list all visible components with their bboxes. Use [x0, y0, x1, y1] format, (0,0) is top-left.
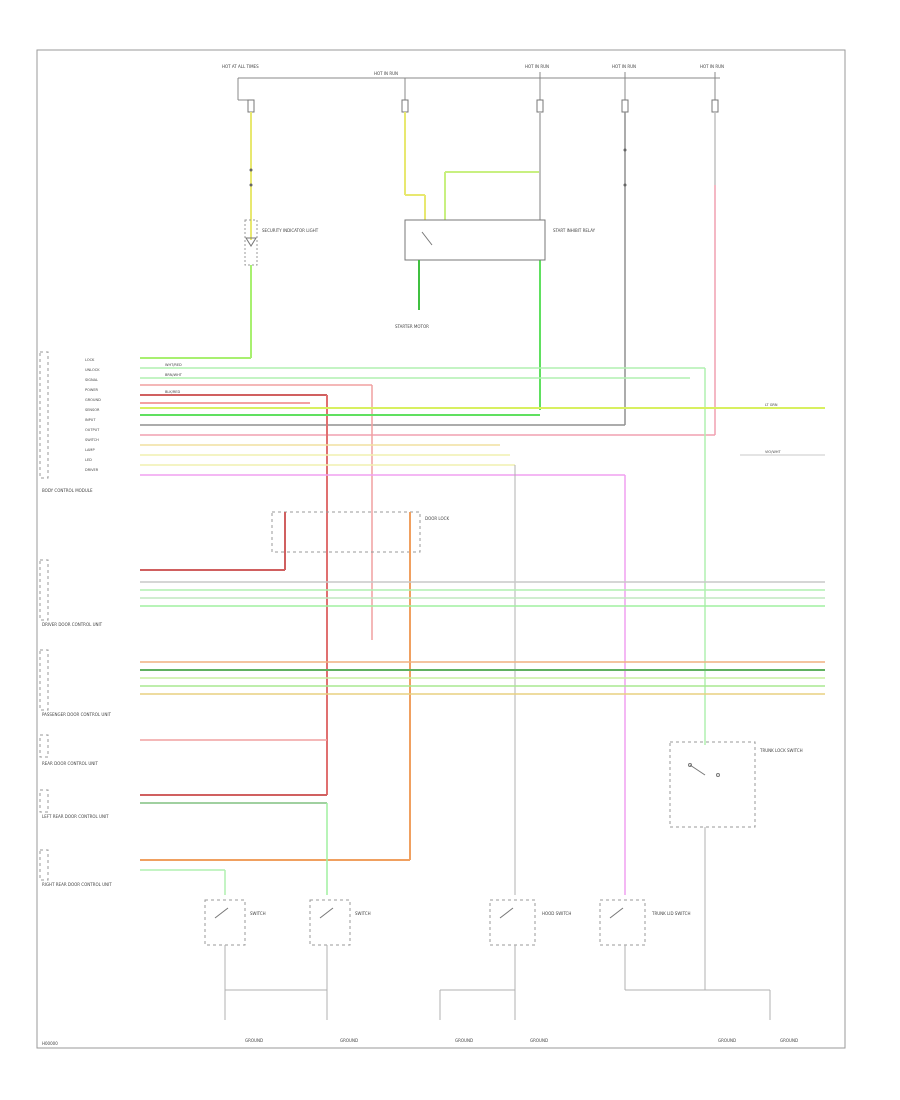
svg-text:LED: LED	[85, 458, 92, 462]
svg-text:VIO/WHT: VIO/WHT	[765, 450, 781, 454]
svg-text:POWER: POWER	[85, 388, 99, 392]
door-lock-label: DOOR LOCK	[425, 516, 449, 521]
start-inhibit-relay-box	[404, 219, 546, 261]
starter-motor-label: STARTER MOTOR	[395, 324, 429, 329]
svg-text:DRIVER: DRIVER	[85, 468, 99, 472]
lr-door-label: LEFT REAR DOOR CONTROL UNIT	[42, 814, 109, 819]
svg-text:INPUT: INPUT	[85, 418, 96, 422]
fuse-label-1: HOT AT ALL TIMES	[222, 64, 259, 69]
svg-text:UNLOCK: UNLOCK	[85, 368, 100, 372]
svg-text:SWITCH: SWITCH	[355, 911, 371, 916]
svg-text:OUTPUT: OUTPUT	[85, 428, 100, 432]
svg-text:GROUND: GROUND	[455, 1038, 473, 1043]
grounds: GROUND GROUND GROUND GROUND GROUND GROUN…	[245, 1038, 798, 1043]
trunk-switch-label: TRUNK LOCK SWITCH	[759, 748, 803, 753]
body-control-module: BODY CONTROL MODULE LOCK UNLOCK SIGNAL P…	[39, 351, 101, 493]
svg-text:BLK/RED: BLK/RED	[165, 390, 180, 394]
svg-text:LOCK: LOCK	[85, 358, 95, 362]
trunk-lock-switch: TRUNK LOCK SWITCH	[669, 741, 803, 990]
driver-door-unit: DRIVER DOOR CONTROL UNIT	[39, 559, 825, 627]
svg-text:GROUND: GROUND	[780, 1038, 798, 1043]
passenger-door-unit: PASSENGER DOOR CONTROL UNIT	[39, 649, 825, 717]
trunk-lid-switch-label: TRUNK LID SWITCH	[651, 911, 690, 916]
svg-text:GROUND: GROUND	[340, 1038, 358, 1043]
right-rear-door-unit: RIGHT REAR DOOR CONTROL UNIT	[39, 849, 226, 895]
svg-text:SWITCH: SWITCH	[250, 911, 266, 916]
passenger-door-label: PASSENGER DOOR CONTROL UNIT	[42, 712, 112, 717]
svg-text:GROUND: GROUND	[718, 1038, 736, 1043]
svg-text:SENSOR: SENSOR	[85, 408, 100, 412]
svg-text:LAMP: LAMP	[85, 448, 95, 452]
fuse-label-4: HOT IN RUN	[612, 64, 636, 69]
svg-text:GROUND: GROUND	[245, 1038, 263, 1043]
svg-text:WHT/RED: WHT/RED	[165, 363, 182, 367]
bcm-wires: WHT/RED BRN/WHT BLK/RED LT GRN VIO/WHT	[140, 363, 825, 895]
bcm-label: BODY CONTROL MODULE	[42, 488, 93, 493]
svg-text:GROUND: GROUND	[85, 398, 101, 402]
security-indicator-label: SECURITY INDICATOR LIGHT	[262, 228, 319, 233]
start-inhibit-label: START INHIBIT RELAY	[553, 228, 596, 233]
diagram-frame	[36, 49, 846, 1049]
svg-text:LT GRN: LT GRN	[765, 403, 778, 407]
rr-door-label: RIGHT REAR DOOR CONTROL UNIT	[42, 882, 112, 887]
fuse-feeds: HOT AT ALL TIMES HOT IN RUN HOT IN RUN H…	[222, 64, 724, 113]
svg-text:GROUND: GROUND	[530, 1038, 548, 1043]
rear-door-label: REAR DOOR CONTROL UNIT	[42, 761, 98, 766]
fuse-label-2: HOT IN RUN	[374, 71, 398, 76]
left-rear-door-unit: LEFT REAR DOOR CONTROL UNIT	[39, 789, 328, 895]
footer-code: H00000	[42, 1041, 58, 1046]
driver-door-label: DRIVER DOOR CONTROL UNIT	[42, 622, 103, 627]
svg-text:SWITCH: SWITCH	[85, 438, 99, 442]
svg-text:BRN/WHT: BRN/WHT	[165, 373, 183, 377]
fuse-label-3: HOT IN RUN	[525, 64, 549, 69]
top-wires: SECURITY INDICATOR LIGHT START INHIBIT R…	[140, 112, 716, 436]
bottom-switches: SWITCH SWITCH HOOD SWITCH TRUNK LID SWIT…	[204, 899, 771, 1020]
svg-text:SIGNAL: SIGNAL	[85, 378, 98, 382]
fuse-label-5: HOT IN RUN	[700, 64, 724, 69]
rear-door-unit: REAR DOOR CONTROL UNIT	[39, 734, 327, 766]
hood-switch-label: HOOD SWITCH	[542, 911, 571, 916]
